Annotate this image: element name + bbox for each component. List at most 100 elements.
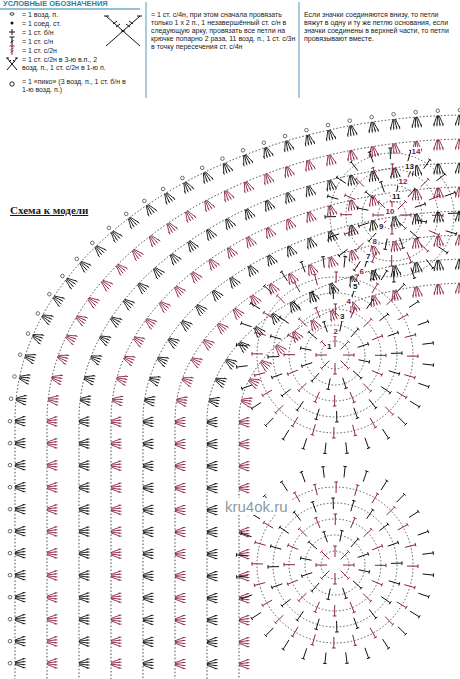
stitch-top: [349, 285, 351, 288]
stitch-top: [252, 273, 254, 276]
stitch-top: [400, 248, 401, 251]
stitch-top: [38, 343, 41, 344]
stitch-top: [23, 438, 26, 439]
stitch-top: [184, 289, 186, 291]
stitch-top: [214, 574, 217, 575]
stitch: [196, 306, 200, 315]
stitch-top: [335, 290, 336, 293]
stitch-top: [214, 464, 217, 465]
stitch-top: [87, 439, 90, 440]
stitch-top: [59, 377, 62, 379]
stitch-top: [116, 323, 119, 325]
stitch-top: [55, 526, 58, 527]
stitch: [175, 665, 184, 668]
stitch-top: [94, 304, 96, 306]
stitch-top: [391, 249, 392, 252]
stitch-top: [251, 215, 252, 218]
stitch: [42, 317, 48, 324]
stitch-top: [87, 442, 90, 443]
stitch: [309, 186, 315, 194]
stitch-top: [26, 383, 29, 385]
stitch-top: [214, 417, 217, 418]
stitch: [456, 187, 459, 196]
stitch-top: [458, 195, 459, 198]
stitch-top: [65, 357, 68, 359]
stitch: [309, 160, 315, 168]
stitch: [212, 291, 215, 300]
stitch: [327, 155, 328, 165]
stitch-top: [200, 276, 202, 278]
stitch: [175, 555, 184, 558]
stitch-top: [119, 615, 122, 616]
stitch-top: [183, 464, 186, 465]
stitch-top: [443, 291, 444, 294]
stitch-top: [55, 598, 58, 599]
stitch: [25, 357, 33, 363]
stitch-top: [119, 508, 122, 509]
stitch-top: [397, 273, 399, 276]
stitch-top: [268, 264, 269, 267]
stitch-top: [151, 405, 154, 406]
stitch-top: [151, 508, 154, 509]
stitch: [15, 664, 24, 667]
stitch-top: [151, 552, 154, 553]
stitch: [369, 122, 371, 131]
stitch-top: [183, 577, 186, 578]
stitch-top: [55, 548, 58, 549]
stitch-top: [308, 168, 310, 171]
picot: [107, 226, 111, 230]
stitch-top: [151, 637, 154, 638]
stitch-top: [119, 580, 122, 581]
stitch-top: [165, 309, 167, 311]
picot: [348, 119, 352, 123]
stitch-top: [155, 209, 157, 211]
stitch-top: [175, 261, 177, 263]
stitch-top: [442, 123, 443, 126]
stitch-top: [284, 175, 286, 178]
stitch-top: [104, 344, 107, 345]
stitch-top: [400, 272, 402, 275]
stitch-top: [226, 171, 227, 174]
stitch-top: [63, 363, 66, 365]
stitch-top: [151, 442, 154, 443]
stitch-top: [196, 279, 198, 281]
stitch: [269, 285, 271, 294]
stitch-top: [289, 227, 290, 230]
stitch-top: [23, 573, 26, 574]
stitch-top: [207, 238, 209, 241]
stitch: [374, 295, 380, 303]
stitch: [111, 643, 120, 646]
stitch-top: [356, 309, 357, 312]
stitch: [348, 175, 349, 184]
stitch: [167, 224, 169, 233]
stitch-top: [127, 308, 129, 310]
stitch: [241, 402, 249, 407]
stitch: [116, 266, 120, 275]
stitch: [456, 283, 459, 292]
stitch: [66, 280, 71, 288]
stitch-top: [141, 340, 144, 341]
stitch-top: [255, 242, 256, 245]
stitch-top: [215, 596, 218, 597]
stitch-top: [254, 214, 255, 217]
chain-row: [143, 211, 460, 679]
stitch: [352, 150, 357, 158]
picot: [436, 109, 440, 113]
stitch-top: [269, 154, 271, 157]
stitch-top: [23, 419, 26, 420]
stitch-top: [55, 639, 58, 640]
stitch-top: [433, 123, 434, 126]
stitch-top: [192, 187, 193, 190]
stitch-top: [214, 514, 217, 515]
stitch-top: [23, 491, 26, 492]
stitch-top: [109, 336, 112, 337]
stitch-top: [87, 489, 90, 490]
stitch-top: [337, 263, 339, 266]
stitch-top: [91, 381, 94, 383]
stitch-top: [434, 244, 435, 247]
stitch: [434, 236, 437, 245]
stitch-top: [215, 593, 218, 594]
stitch-top: [306, 194, 308, 197]
stitch-top: [55, 595, 58, 596]
stitch-top: [268, 208, 269, 211]
